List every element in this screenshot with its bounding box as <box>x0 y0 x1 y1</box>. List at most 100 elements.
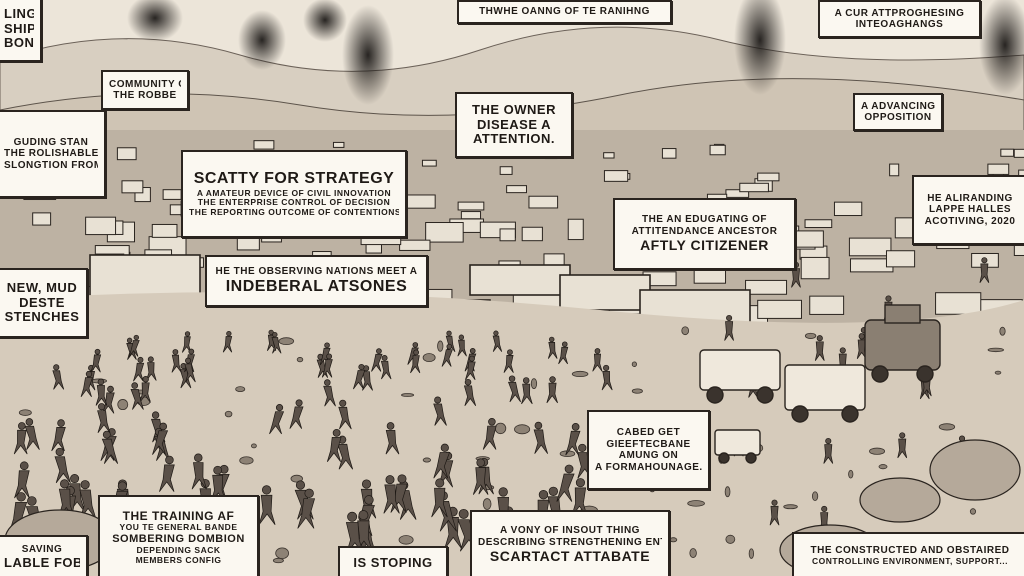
figure <box>14 461 30 499</box>
rubble-stone <box>117 399 129 411</box>
truck-2 <box>784 364 866 423</box>
rubble-stone <box>631 388 643 394</box>
rubble-stone <box>251 443 257 449</box>
caption-is-stoping: IS STOPING <box>338 546 448 576</box>
building <box>499 166 513 175</box>
building-large <box>559 274 651 311</box>
figure <box>90 348 102 373</box>
rubble-stone <box>398 535 414 545</box>
building <box>457 201 485 211</box>
figure <box>724 314 734 341</box>
figure <box>191 453 207 490</box>
figure <box>465 355 476 381</box>
figure <box>152 422 169 455</box>
figure <box>297 488 316 529</box>
caption-upper-left-small: COMMUNITY OFTHE ROBBE <box>101 70 189 110</box>
building <box>404 194 436 209</box>
building <box>848 237 892 257</box>
building <box>1000 148 1015 157</box>
building <box>460 211 482 220</box>
building <box>1013 244 1024 256</box>
building <box>661 148 677 159</box>
building <box>236 236 260 251</box>
building <box>116 147 137 161</box>
rubble-stone <box>18 409 32 416</box>
building <box>506 185 527 194</box>
figure <box>222 331 233 353</box>
rubble-stone <box>631 361 637 367</box>
rubble-stone <box>669 537 678 543</box>
rubble-stone <box>687 500 705 507</box>
building <box>757 299 802 319</box>
figure <box>601 364 613 391</box>
rubble-stone <box>725 534 736 544</box>
building <box>521 226 543 242</box>
figure <box>441 343 453 367</box>
building <box>528 195 559 209</box>
figure <box>54 447 71 484</box>
figure <box>181 331 192 353</box>
rubble-stone <box>999 326 1006 336</box>
building <box>745 279 788 295</box>
building <box>567 218 584 241</box>
figure <box>321 353 333 378</box>
rubble-stone <box>848 469 854 479</box>
figure <box>79 480 97 520</box>
figure <box>791 261 801 288</box>
figure <box>133 356 145 382</box>
rubble-stone <box>869 447 886 455</box>
rubble-stone <box>571 370 589 378</box>
figure <box>823 437 834 464</box>
building <box>162 189 182 200</box>
figure <box>128 334 140 357</box>
building <box>1013 148 1024 158</box>
figure <box>556 464 575 502</box>
rubble-stone <box>748 548 755 559</box>
building <box>603 152 615 159</box>
rubble-stone <box>422 353 436 363</box>
rubble-stone <box>994 370 1002 375</box>
building <box>332 141 345 148</box>
building <box>499 228 516 242</box>
figure <box>95 378 108 406</box>
building <box>987 163 1010 175</box>
figure <box>171 349 182 373</box>
rubble-stone <box>724 486 731 498</box>
figure <box>271 331 282 354</box>
building <box>725 189 750 198</box>
figure <box>269 404 285 435</box>
figure <box>558 341 569 365</box>
figure <box>51 419 66 452</box>
figure <box>371 348 383 372</box>
figure <box>383 475 400 514</box>
building <box>151 223 178 238</box>
figure <box>97 403 111 434</box>
figure <box>856 333 867 360</box>
rubble-stone <box>812 491 819 502</box>
building <box>885 250 916 268</box>
rubble-stone <box>689 548 697 558</box>
figure <box>979 257 990 283</box>
figure <box>338 399 352 430</box>
figure <box>507 375 521 403</box>
caption-top-center: THWHE OANNG OF TE RANIHNG <box>457 0 672 24</box>
figure <box>769 499 780 526</box>
rubble-stone <box>437 340 444 352</box>
figure <box>326 428 342 462</box>
building <box>800 256 830 280</box>
figure <box>472 458 489 495</box>
jeep <box>714 429 761 464</box>
rubble-stone <box>224 410 233 418</box>
rubble-stone <box>296 357 304 363</box>
armored-vehicle <box>864 304 941 383</box>
figure <box>463 378 477 407</box>
rubble-stone <box>514 424 531 435</box>
figure <box>433 396 447 426</box>
